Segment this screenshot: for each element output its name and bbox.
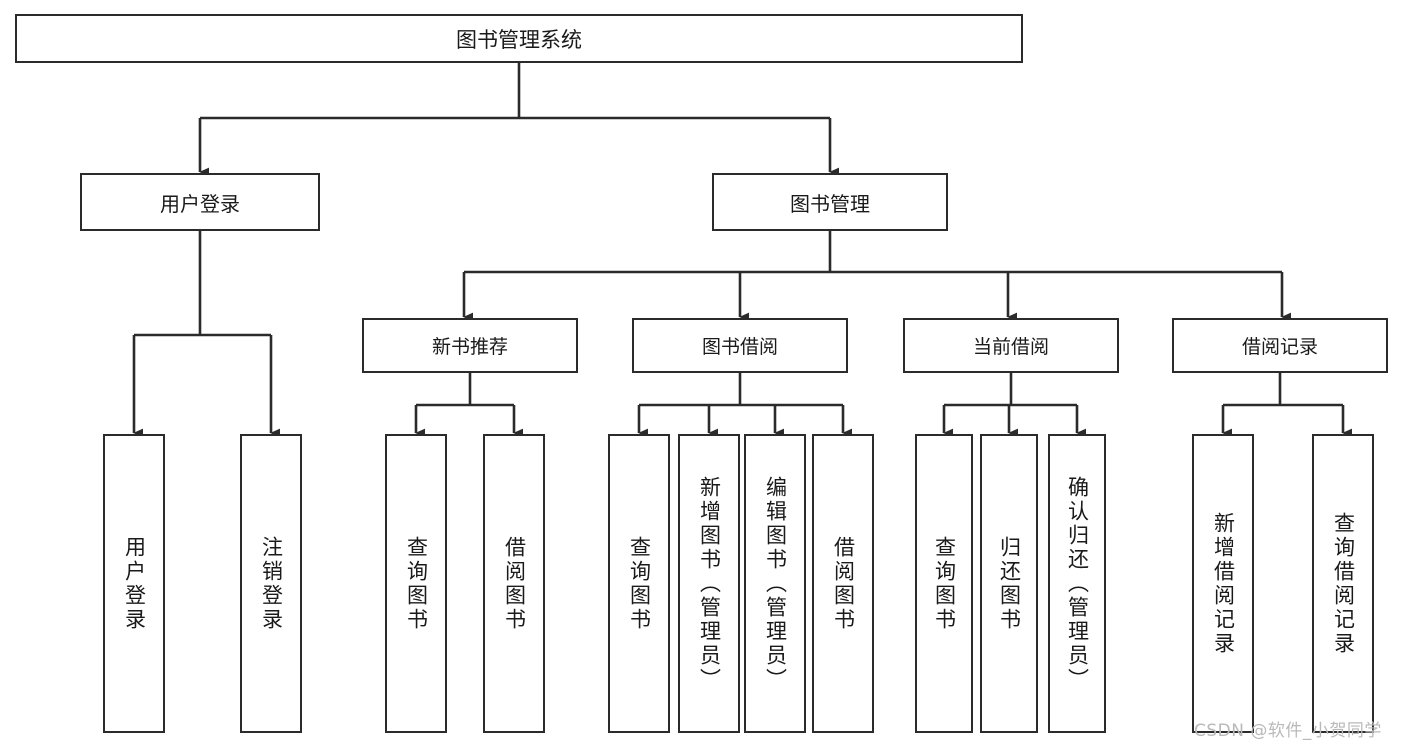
node-leaf-user-login-do[interactable]: 用户登录 bbox=[103, 434, 165, 733]
node-leaf-current-query-book[interactable]: 查询图书 bbox=[915, 434, 973, 733]
node-leaf-label: 借阅图书 bbox=[831, 535, 856, 632]
node-leaf-label: 归还图书 bbox=[997, 535, 1022, 632]
node-leaf-label: 查询图书 bbox=[627, 535, 652, 632]
node-book-manage-label: 图书管理 bbox=[790, 191, 870, 216]
node-borrow-record-label: 借阅记录 bbox=[1241, 336, 1318, 358]
node-current-borrow-label: 当前借阅 bbox=[972, 336, 1049, 358]
node-leaf-label: 新增借阅记录 bbox=[1211, 511, 1236, 656]
node-leaf-borrow-edit-book[interactable]: 编辑图书（管理员） bbox=[744, 434, 806, 733]
node-root-label: 图书管理系统 bbox=[456, 27, 582, 52]
node-leaf-record-add[interactable]: 新增借阅记录 bbox=[1192, 434, 1254, 733]
node-leaf-recommend-query-book[interactable]: 查询图书 bbox=[385, 434, 447, 733]
node-leaf-borrow-borrow-book[interactable]: 借阅图书 bbox=[812, 434, 874, 733]
node-leaf-recommend-borrow-book[interactable]: 借阅图书 bbox=[483, 434, 545, 733]
node-current-borrow[interactable]: 当前借阅 bbox=[903, 318, 1119, 373]
node-leaf-label: 用户登录 bbox=[122, 535, 147, 632]
node-leaf-label: 确认归还（管理员） bbox=[1065, 475, 1090, 692]
node-book-borrow[interactable]: 图书借阅 bbox=[632, 318, 848, 373]
node-leaf-current-confirm-return[interactable]: 确认归还（管理员） bbox=[1048, 434, 1106, 733]
node-leaf-borrow-add-book[interactable]: 新增图书（管理员） bbox=[678, 434, 740, 733]
node-leaf-label: 查询图书 bbox=[932, 535, 957, 632]
node-new-book-recommend[interactable]: 新书推荐 bbox=[362, 318, 578, 373]
node-leaf-label: 注销登录 bbox=[259, 535, 284, 632]
node-user-login-label: 用户登录 bbox=[160, 191, 240, 216]
node-leaf-label: 编辑图书（管理员） bbox=[763, 475, 788, 692]
node-leaf-label: 新增图书（管理员） bbox=[697, 475, 722, 692]
node-new-book-recommend-label: 新书推荐 bbox=[431, 336, 508, 358]
node-leaf-label: 查询图书 bbox=[404, 535, 429, 632]
csdn-watermark: CSDN @软件_小贺同学 bbox=[1194, 721, 1382, 741]
node-leaf-current-return-book[interactable]: 归还图书 bbox=[980, 434, 1038, 733]
node-book-manage[interactable]: 图书管理 bbox=[712, 173, 948, 231]
node-leaf-label: 借阅图书 bbox=[502, 535, 527, 632]
node-leaf-label: 查询借阅记录 bbox=[1331, 511, 1356, 656]
node-leaf-borrow-query-book[interactable]: 查询图书 bbox=[608, 434, 670, 733]
node-leaf-user-logout[interactable]: 注销登录 bbox=[240, 434, 302, 733]
node-user-login[interactable]: 用户登录 bbox=[80, 173, 320, 231]
connector-group bbox=[132, 63, 1353, 438]
node-root[interactable]: 图书管理系统 bbox=[15, 14, 1023, 63]
node-borrow-record[interactable]: 借阅记录 bbox=[1172, 318, 1388, 373]
node-leaf-record-query[interactable]: 查询借阅记录 bbox=[1312, 434, 1374, 733]
node-book-borrow-label: 图书借阅 bbox=[701, 336, 778, 358]
